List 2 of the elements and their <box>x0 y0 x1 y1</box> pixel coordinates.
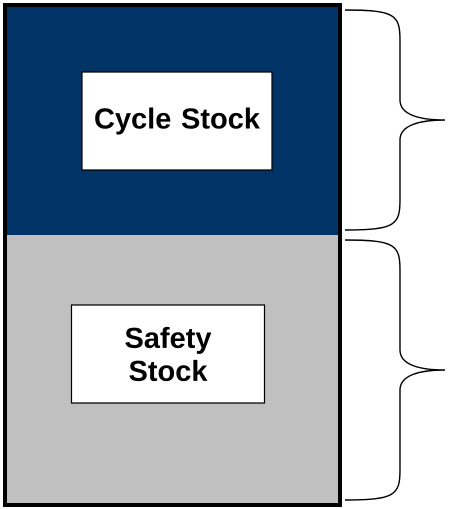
label-box: Safety Stock <box>70 304 266 404</box>
label-box: Cycle Stock <box>81 71 273 171</box>
